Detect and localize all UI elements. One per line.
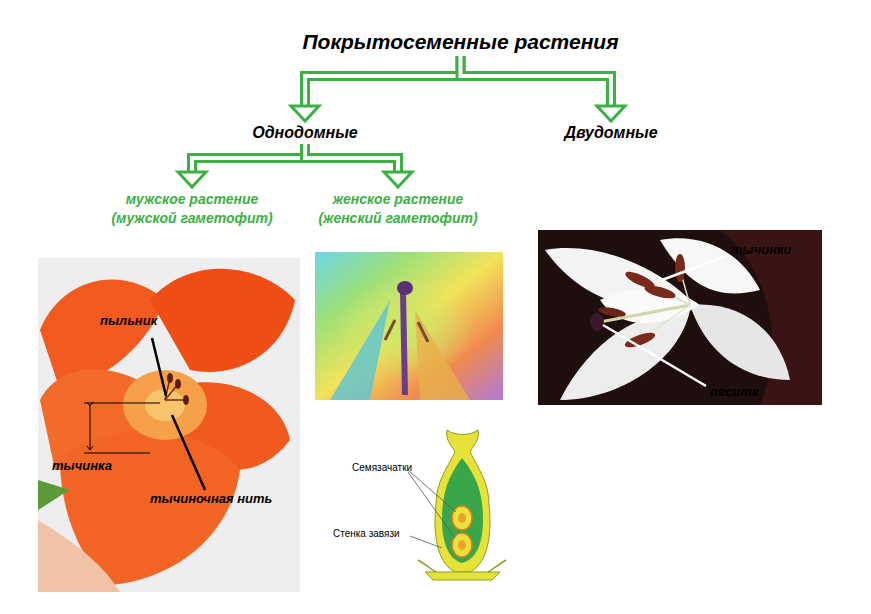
arrow-head	[291, 106, 319, 121]
illustration-shape	[418, 560, 506, 572]
illustration-shape	[183, 395, 189, 405]
illustration-shape	[690, 304, 790, 380]
pistil-leaders	[408, 470, 456, 548]
part-label: Стенка завязи	[333, 528, 400, 539]
hollow-arrow-connector	[305, 144, 412, 187]
subcategory-heading: женское растение (женский гаметофит)	[307, 190, 489, 228]
illustration-shape	[442, 458, 483, 563]
part-label: пыльник	[100, 313, 157, 328]
lily-leaders	[603, 256, 726, 386]
connector-core	[305, 144, 398, 172]
illustration-shape	[403, 292, 405, 395]
illustration-shape	[590, 313, 604, 331]
hollow-arrow-connector	[291, 56, 461, 121]
illustration-shape	[167, 373, 173, 383]
arrow-head	[178, 172, 206, 187]
connector-core	[461, 56, 612, 106]
illustration-shape	[123, 370, 207, 440]
node-text: Покрытосеменные растения	[300, 30, 621, 54]
part-label: песитк	[710, 384, 759, 399]
part-label: Семязачатки	[352, 462, 412, 473]
illustration-shape	[598, 306, 627, 319]
illustration-shape	[315, 252, 503, 400]
illustration-shape	[330, 300, 390, 400]
rainbow-flower-photo	[315, 252, 503, 400]
part-label: тычинки	[731, 242, 792, 257]
illustration-shape	[452, 506, 472, 530]
connector-outline	[461, 56, 612, 106]
illustration-shape	[408, 472, 455, 538]
category-heading: Однодомные	[250, 124, 360, 142]
connector-outline	[305, 56, 461, 106]
illustration-shape	[662, 256, 726, 280]
illustration-shape	[38, 258, 300, 592]
illustration-shape	[397, 281, 413, 295]
illustration-shape	[152, 338, 166, 396]
orange-flower-photo	[38, 258, 300, 592]
part-label: тычиночная нить	[150, 491, 272, 506]
illustration-shape	[84, 453, 150, 454]
illustration-shape	[415, 310, 470, 400]
connector-core	[192, 144, 305, 172]
arrow-head	[384, 172, 412, 187]
illustration-shape	[172, 415, 205, 490]
illustration-shape	[452, 533, 472, 557]
illustration-shape	[560, 310, 690, 400]
white-lily-photo	[538, 230, 822, 405]
connector-outline	[305, 144, 398, 172]
root-heading: Покрытосеменные растения	[300, 30, 621, 54]
node-text: Однодомные	[250, 124, 360, 142]
illustration-shape	[458, 540, 466, 550]
illustration-shape	[425, 572, 500, 580]
arrow-head	[597, 106, 625, 121]
node-text: мужское растение (мужской гаметофит)	[101, 190, 283, 228]
hollow-arrow-connector	[461, 56, 626, 121]
illustration-shape	[84, 403, 160, 404]
illustration-shape	[165, 399, 186, 401]
illustration-shape	[150, 269, 295, 372]
illustration-shape	[385, 320, 395, 340]
node-text: женское растение (женский гаметофит)	[307, 190, 489, 228]
illustration-shape	[38, 520, 120, 592]
illustration-shape	[603, 325, 706, 386]
illustration-shape	[600, 289, 700, 323]
node-text: Двудомные	[562, 124, 660, 142]
illustration-shape	[538, 230, 822, 405]
illustration-shape	[458, 513, 466, 523]
illustration-shape	[643, 283, 676, 301]
illustration-shape	[675, 254, 685, 282]
illustration-shape	[90, 406, 91, 450]
illustration-shape	[410, 536, 442, 548]
connector-outline	[192, 144, 305, 172]
category-heading: Двудомные	[562, 124, 660, 142]
illustration-shape	[418, 322, 428, 342]
subcategory-heading: мужское растение (мужской гаметофит)	[101, 190, 283, 228]
illustration-shape	[175, 379, 181, 389]
illustration-shape	[38, 480, 70, 510]
connector-core	[305, 56, 461, 106]
hollow-arrow-connector	[178, 144, 305, 187]
part-label: тычинка	[52, 458, 112, 473]
